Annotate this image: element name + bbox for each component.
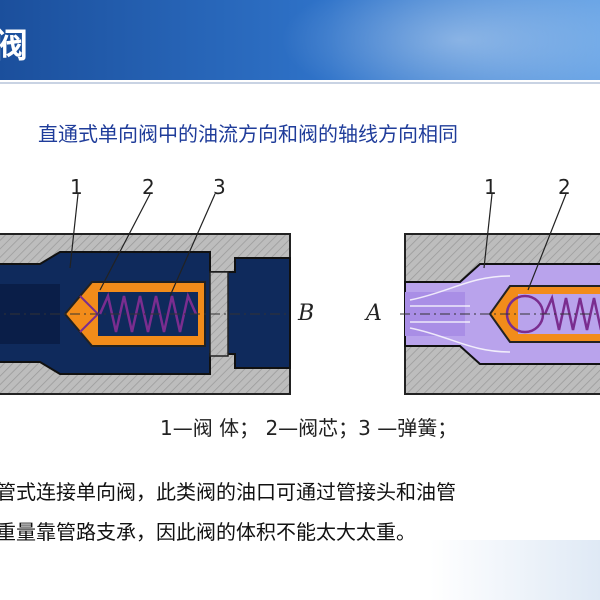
- port-b-label: B: [297, 301, 314, 326]
- slide-corner-decoration: [430, 540, 600, 600]
- left-leader-1: [69, 193, 79, 269]
- left-label-2: 2: [142, 175, 155, 199]
- right-spring: [543, 293, 600, 331]
- part-legend: 1—阀 体； 2—阀芯；3 —弹簧；: [160, 416, 458, 440]
- check-valve-diagram: 1 2 3 B 1 2 A: [0, 175, 600, 395]
- body-text-line-1: 管式连接单向阀，此类阀的油口可通过管接头和油管: [0, 480, 456, 504]
- right-label-2: 2: [558, 175, 571, 199]
- left-valve: [0, 233, 291, 395]
- header-divider: [0, 82, 600, 84]
- left-spring: [98, 292, 198, 333]
- left-label-1: 1: [70, 175, 83, 199]
- right-leader-2: [527, 193, 567, 291]
- slide-header: 阀: [0, 0, 600, 80]
- header-glow: [280, 0, 600, 80]
- body-text-line-2: 重量靠管路支承，因此阀的体积不能太大太重。: [0, 520, 416, 544]
- left-leader-3: [169, 193, 216, 297]
- left-label-3: 3: [213, 175, 226, 199]
- left-leader-2: [99, 193, 151, 291]
- diagram-subtitle: 直通式单向阀中的油流方向和阀的轴线方向相同: [38, 122, 458, 146]
- right-leader-1: [483, 193, 493, 269]
- right-valve: [400, 233, 600, 395]
- port-a-label: A: [364, 301, 382, 326]
- right-flow-lines: [409, 275, 511, 353]
- slide-title: 阀: [0, 26, 30, 66]
- right-label-1: 1: [484, 175, 497, 199]
